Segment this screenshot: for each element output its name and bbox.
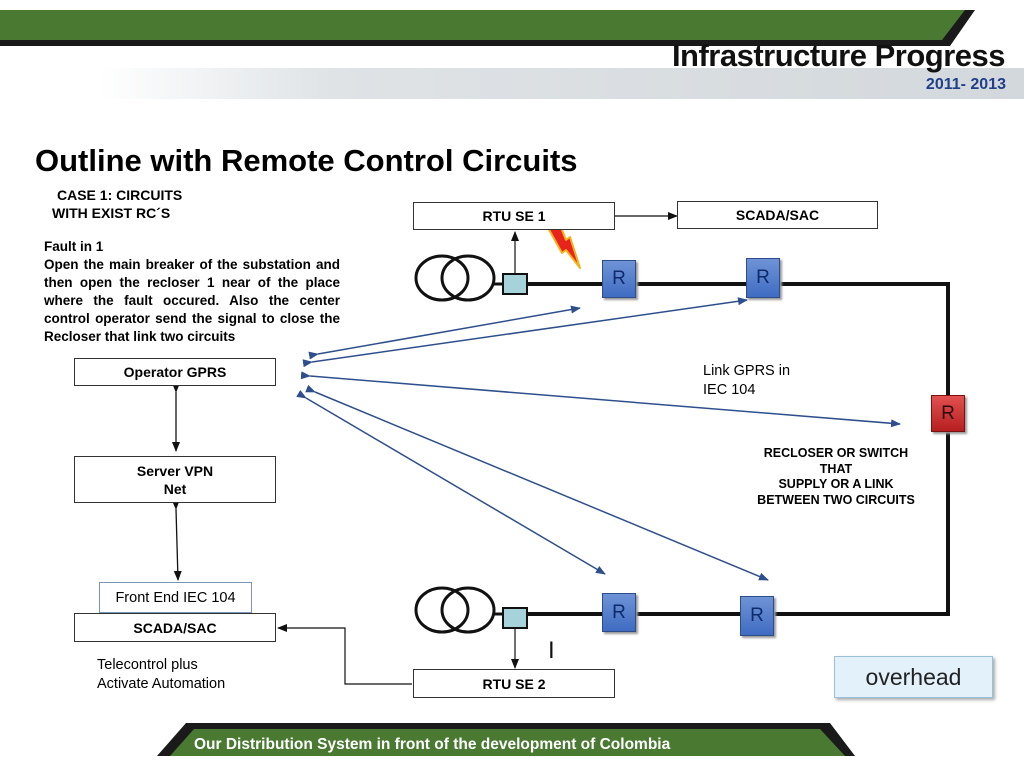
case-label-line2: WITH EXIST RC´S — [52, 205, 171, 221]
recloser-note-line1: RECLOSER OR SWITCH — [763, 446, 909, 460]
link-gprs-label: Link GPRS in IEC 104 — [703, 362, 790, 400]
breaker-icon-bottom — [502, 607, 528, 629]
header-green-band — [0, 10, 965, 40]
scada-sac-bottom-box: SCADA/SAC — [74, 613, 276, 642]
fault-description: Open the main breaker of the substation … — [44, 257, 340, 344]
recloser-note: RECLOSER OR SWITCH THAT SUPPLY OR A LINK… — [746, 446, 926, 508]
gprs-link-top-recloser-1 — [308, 305, 581, 360]
header-grey-band — [100, 68, 1024, 99]
telecontrol-label: Telecontrol plus Activate Automation — [97, 656, 225, 694]
gprs-link-bottom-recloser-1 — [296, 389, 606, 575]
scada-sac-top-box: SCADA/SAC — [677, 201, 878, 229]
server-frontend-link — [171, 499, 182, 581]
gprs-link-top-recloser-2 — [302, 297, 748, 368]
recloser-bottom-1[interactable]: R — [602, 593, 636, 632]
overhead-label-box: overhead — [834, 656, 993, 698]
header-title: Infrastructure Progress — [671, 38, 1006, 73]
gprs-link-tie-recloser — [300, 371, 901, 428]
transformer-icon-top — [414, 254, 504, 302]
recloser-note-line2: THAT — [819, 461, 853, 476]
server-vpn-box: Server VPN Net — [74, 456, 276, 503]
rtu2-to-scada-connector — [277, 624, 412, 685]
gprs-link-bottom-recloser-2 — [305, 384, 769, 581]
link-gprs-line2: IEC 104 — [703, 382, 756, 398]
operator-gprs-box: Operator GPRS — [74, 358, 276, 386]
transformer-icon-bottom — [414, 586, 504, 634]
recloser-top-1[interactable]: R — [602, 260, 636, 298]
link-gprs-line1: Link GPRS in — [703, 363, 791, 379]
telecontrol-line1: Telecontrol plus — [97, 657, 198, 673]
recloser-top-2[interactable]: R — [746, 258, 780, 298]
server-vpn-line1: Server VPN — [136, 462, 214, 479]
rtu-se2-box: RTU SE 2 — [413, 669, 615, 698]
breaker-icon-top — [502, 273, 528, 295]
fault-title: Fault in 1 — [44, 239, 104, 254]
recloser-tie-red[interactable]: R — [931, 395, 965, 432]
open-switch-mark: I — [548, 637, 555, 664]
telecontrol-line2: Activate Automation — [97, 676, 226, 692]
header-years: 2011- 2013 — [925, 76, 1006, 93]
case-label: CASE 1: CIRCUITS WITH EXIST RC´S — [52, 186, 182, 222]
fault-description-block: Fault in 1 Open the main breaker of the … — [44, 238, 340, 346]
recloser-bottom-2[interactable]: R — [740, 596, 774, 636]
case-label-line1: CASE 1: CIRCUITS — [57, 187, 183, 203]
rtu-se1-box: RTU SE 1 — [413, 202, 615, 230]
server-vpn-line2: Net — [163, 480, 187, 497]
recloser-note-line3: SUPPLY OR A LINK — [778, 477, 894, 491]
recloser-note-line4: BETWEEN TWO CIRCUITS — [757, 492, 915, 507]
footer-text: Our Distribution System in front of the … — [194, 736, 671, 753]
header-banner — [0, 10, 1024, 99]
slide-title: Outline with Remote Control Circuits — [35, 143, 578, 178]
front-end-iec104-box: Front End IEC 104 — [99, 582, 252, 613]
